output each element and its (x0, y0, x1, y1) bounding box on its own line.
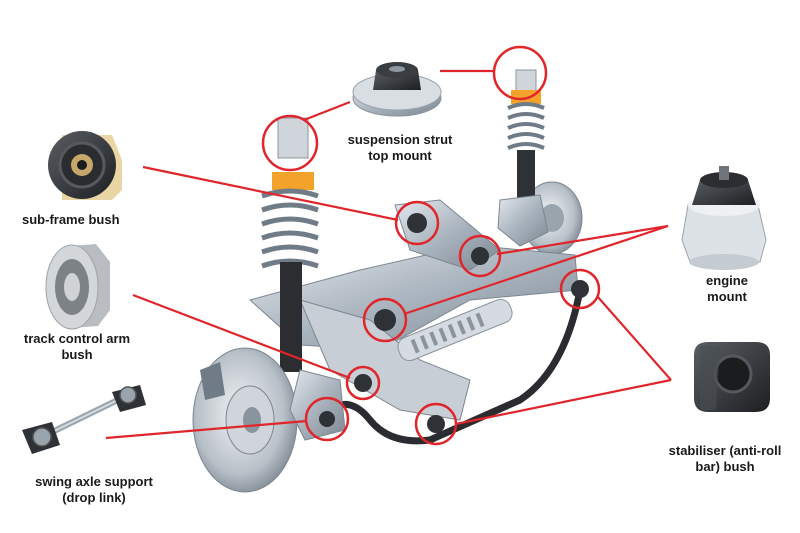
label-stabiliser-bush-line1: stabiliser (anti-roll (668, 443, 782, 458)
track-control-arm-bush-thumbnail (45, 244, 110, 330)
callout-circle-top-mount-left (261, 114, 319, 172)
label-track-control-arm-bush-line2: bush (61, 347, 93, 362)
callout-line-stabiliser-front (455, 378, 672, 426)
label-stabiliser-bush-line2: bar) bush (695, 459, 755, 474)
stabiliser-bush-thumbnail (694, 342, 770, 412)
callout-line-drop-link (105, 419, 308, 440)
label-engine-mount: engine mount (682, 273, 772, 305)
callout-line-engine-mount-rear (496, 224, 669, 256)
top-mount-thumbnail (352, 62, 442, 117)
label-stabiliser-bush: stabiliser (anti-roll bar) bush (652, 443, 798, 475)
callout-circle-top-mount-right (492, 45, 548, 101)
label-top-mount-line2: top mount (368, 148, 432, 163)
callout-circle-track-control-arm (345, 365, 381, 401)
label-subframe-bush-line1: sub-frame bush (22, 212, 120, 227)
label-top-mount: suspension strut top mount (330, 132, 470, 164)
callout-line-track-control-arm (132, 293, 351, 380)
label-track-control-arm-bush-line1: track control arm (23, 331, 131, 346)
label-subframe-bush: sub-frame bush (22, 212, 182, 228)
callout-circle-engine-mount-rear (458, 234, 502, 278)
label-swing-axle-support-line1: swing axle support (35, 474, 153, 489)
callout-circle-subframe-bush (394, 200, 440, 246)
callout-line-engine-mount-front (403, 224, 669, 316)
callout-circle-engine-mount-front (362, 297, 408, 343)
callout-line-subframe-bush (142, 165, 399, 222)
callout-line-top-mount-left (303, 100, 351, 122)
label-track-control-arm-bush: track control arm bush (10, 331, 144, 363)
callout-lines (105, 69, 672, 440)
label-engine-mount-line2: mount (707, 289, 747, 304)
callout-circle-stabiliser-rear (559, 268, 601, 310)
subframe-bush-thumbnail (48, 131, 122, 200)
callout-circle-drop-link (304, 396, 350, 442)
callout-circles (261, 45, 601, 446)
label-top-mount-line1: suspension strut (347, 132, 453, 147)
label-swing-axle-support: swing axle support (drop link) (14, 474, 174, 506)
main-suspension-assembly (192, 69, 589, 493)
label-swing-axle-support-line2: (drop link) (62, 490, 126, 505)
callout-line-stabiliser-rear (596, 295, 672, 381)
label-engine-mount-line1: engine (706, 273, 748, 288)
engine-mount-thumbnail (681, 166, 767, 270)
drop-link-thumbnail (22, 385, 146, 454)
